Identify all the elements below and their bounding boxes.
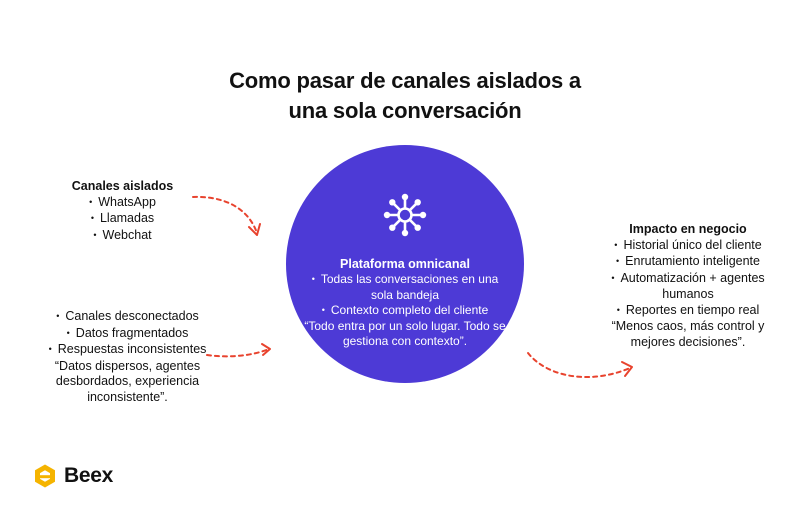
omnichannel-heading: Plataforma omnicanal	[340, 257, 470, 271]
beex-logo: Beex	[32, 463, 113, 489]
problems-block: Canales desconectados Datos fragmentados…	[20, 309, 235, 405]
omnichannel-quote: “Todo entra por un solo lugar. Todo se g…	[304, 319, 506, 348]
list-item: Webchat	[40, 228, 205, 245]
list-item: Todas las conversaciones en una sola ban…	[300, 272, 510, 303]
problems-quote: “Datos dispersos, agentes desbordados, e…	[54, 358, 201, 404]
list-item: Historial único del cliente	[598, 238, 778, 255]
list-item: Datos fragmentados	[20, 326, 235, 343]
hexagon-logo-icon	[35, 464, 55, 488]
omnichannel-circle	[286, 145, 524, 383]
title-line-1: Como pasar de canales aislados a	[229, 68, 581, 93]
list-item: Enrutamiento inteligente	[598, 254, 778, 271]
list-item: Reportes en tiempo real	[598, 303, 778, 320]
isolated-channels-list: WhatsApp Llamadas Webchat	[40, 195, 205, 245]
arrow-right	[527, 352, 631, 379]
business-impact-heading: Impacto en negocio	[629, 222, 747, 236]
network-hub-icon	[383, 193, 427, 237]
business-impact-block: Impacto en negocio Historial único del c…	[598, 222, 778, 350]
list-item: Contexto completo del cliente	[300, 303, 510, 319]
arrow-top-left-head	[248, 223, 261, 236]
arrow-right-head	[621, 361, 633, 377]
list-item: WhatsApp	[40, 195, 205, 212]
business-impact-list: Historial único del cliente Enrutamiento…	[598, 238, 778, 320]
omnichannel-platform-text: Plataforma omnicanal Todas las conversac…	[300, 257, 510, 349]
list-item: Respuestas inconsistentes	[20, 342, 235, 359]
arrow-top-left	[192, 195, 258, 234]
isolated-channels-heading: Canales aislados	[71, 179, 174, 193]
omnichannel-list: Todas las conversaciones en una sola ban…	[300, 272, 510, 319]
problems-list: Canales desconectados Datos fragmentados…	[20, 309, 235, 359]
list-item: Llamadas	[40, 211, 205, 228]
diagram-title: Como pasar de canales aislados a una sol…	[0, 66, 810, 126]
isolated-channels-block: Canales aislados WhatsApp Llamadas Webch…	[40, 179, 205, 244]
arrow-bottom-left-head	[261, 343, 271, 356]
logo-text: Beex	[64, 464, 114, 487]
title-line-2: una sola conversación	[288, 98, 522, 123]
list-item: Automatización + agentes humanos	[598, 271, 778, 303]
business-impact-quote: “Menos caos, más control y mejores decis…	[611, 319, 765, 349]
list-item: Canales desconectados	[20, 309, 235, 326]
arrow-bottom-left	[206, 348, 270, 358]
